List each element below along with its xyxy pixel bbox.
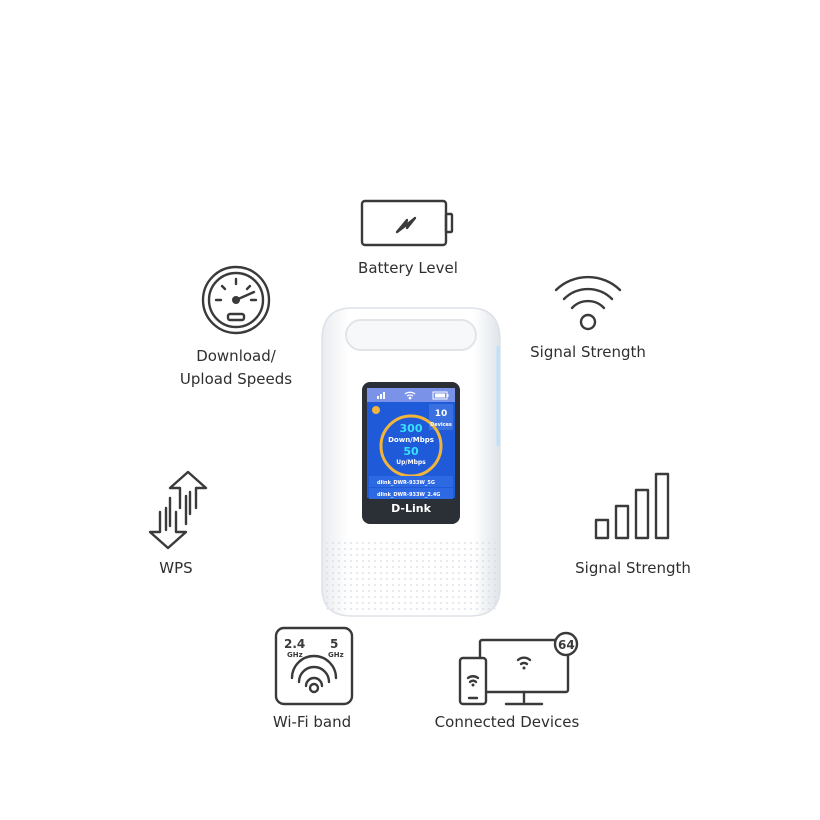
screen-down-label: Down/Mbps xyxy=(388,436,434,444)
speedometer-icon xyxy=(201,265,271,335)
mobile-router-device: 10 Devices 300 Down/Mbps 50 Up/Mbps dlin… xyxy=(318,306,504,618)
screen-battery-icon xyxy=(432,391,449,400)
wps-label: WPS xyxy=(159,559,193,577)
screen-ssid-5g: dlink_DWR-933W_5G xyxy=(377,480,435,486)
signal-bars-feature: Signal Strength xyxy=(570,470,696,580)
router-screen: 10 Devices 300 Down/Mbps 50 Up/Mbps dlin… xyxy=(367,388,455,499)
band-24-unit: GHz xyxy=(287,651,303,659)
wifi-band-label: Wi-Fi band xyxy=(272,713,352,731)
battery-feature: Battery Level xyxy=(358,198,458,278)
band-24-text: 2.4 xyxy=(284,637,305,651)
signal-bars-icon xyxy=(594,472,670,540)
screen-wps-icon xyxy=(372,406,380,414)
screen-wifi-icon xyxy=(404,391,416,400)
screen-device-count: 10 xyxy=(435,409,448,419)
screen-up-label: Up/Mbps xyxy=(396,459,426,466)
screen-up-speed: 50 xyxy=(403,445,419,458)
wifi-band-icon: 2.4 GHz 5 GHz xyxy=(274,626,354,706)
screen-signal-icon xyxy=(377,392,385,399)
devices-feature: 64 Connected Devices xyxy=(432,631,582,736)
speed-feature: Download/ Upload Speeds xyxy=(176,264,296,394)
wifi-signal-icon xyxy=(554,275,622,331)
wps-feature: WPS xyxy=(140,468,212,580)
screen-device-word: Devices xyxy=(430,422,452,428)
wifi-signal-feature: Signal Strength xyxy=(528,268,648,368)
wifi-band-feature: 2.4 GHz 5 GHz Wi-Fi band xyxy=(262,626,362,736)
speed-label-line2: Upload Speeds xyxy=(179,370,293,388)
screen-down-speed: 300 xyxy=(400,422,423,435)
signal-bars-label: Signal Strength xyxy=(575,559,691,577)
screen-ssid-24g: dlink_DWR-933W_2.4G xyxy=(377,492,440,498)
router-brand-logo: D-Link xyxy=(391,502,431,515)
connected-devices-icon: 64 xyxy=(458,631,579,706)
wifi-signal-label: Signal Strength xyxy=(530,343,646,361)
wps-icon xyxy=(148,470,208,550)
device-count-badge: 64 xyxy=(558,638,575,652)
devices-label: Connected Devices xyxy=(434,713,580,731)
band-5-unit: GHz xyxy=(328,651,344,659)
band-5-text: 5 xyxy=(330,637,338,651)
battery-icon xyxy=(360,199,454,247)
battery-label: Battery Level xyxy=(358,259,458,277)
speed-label-line1: Download/ xyxy=(196,347,276,365)
